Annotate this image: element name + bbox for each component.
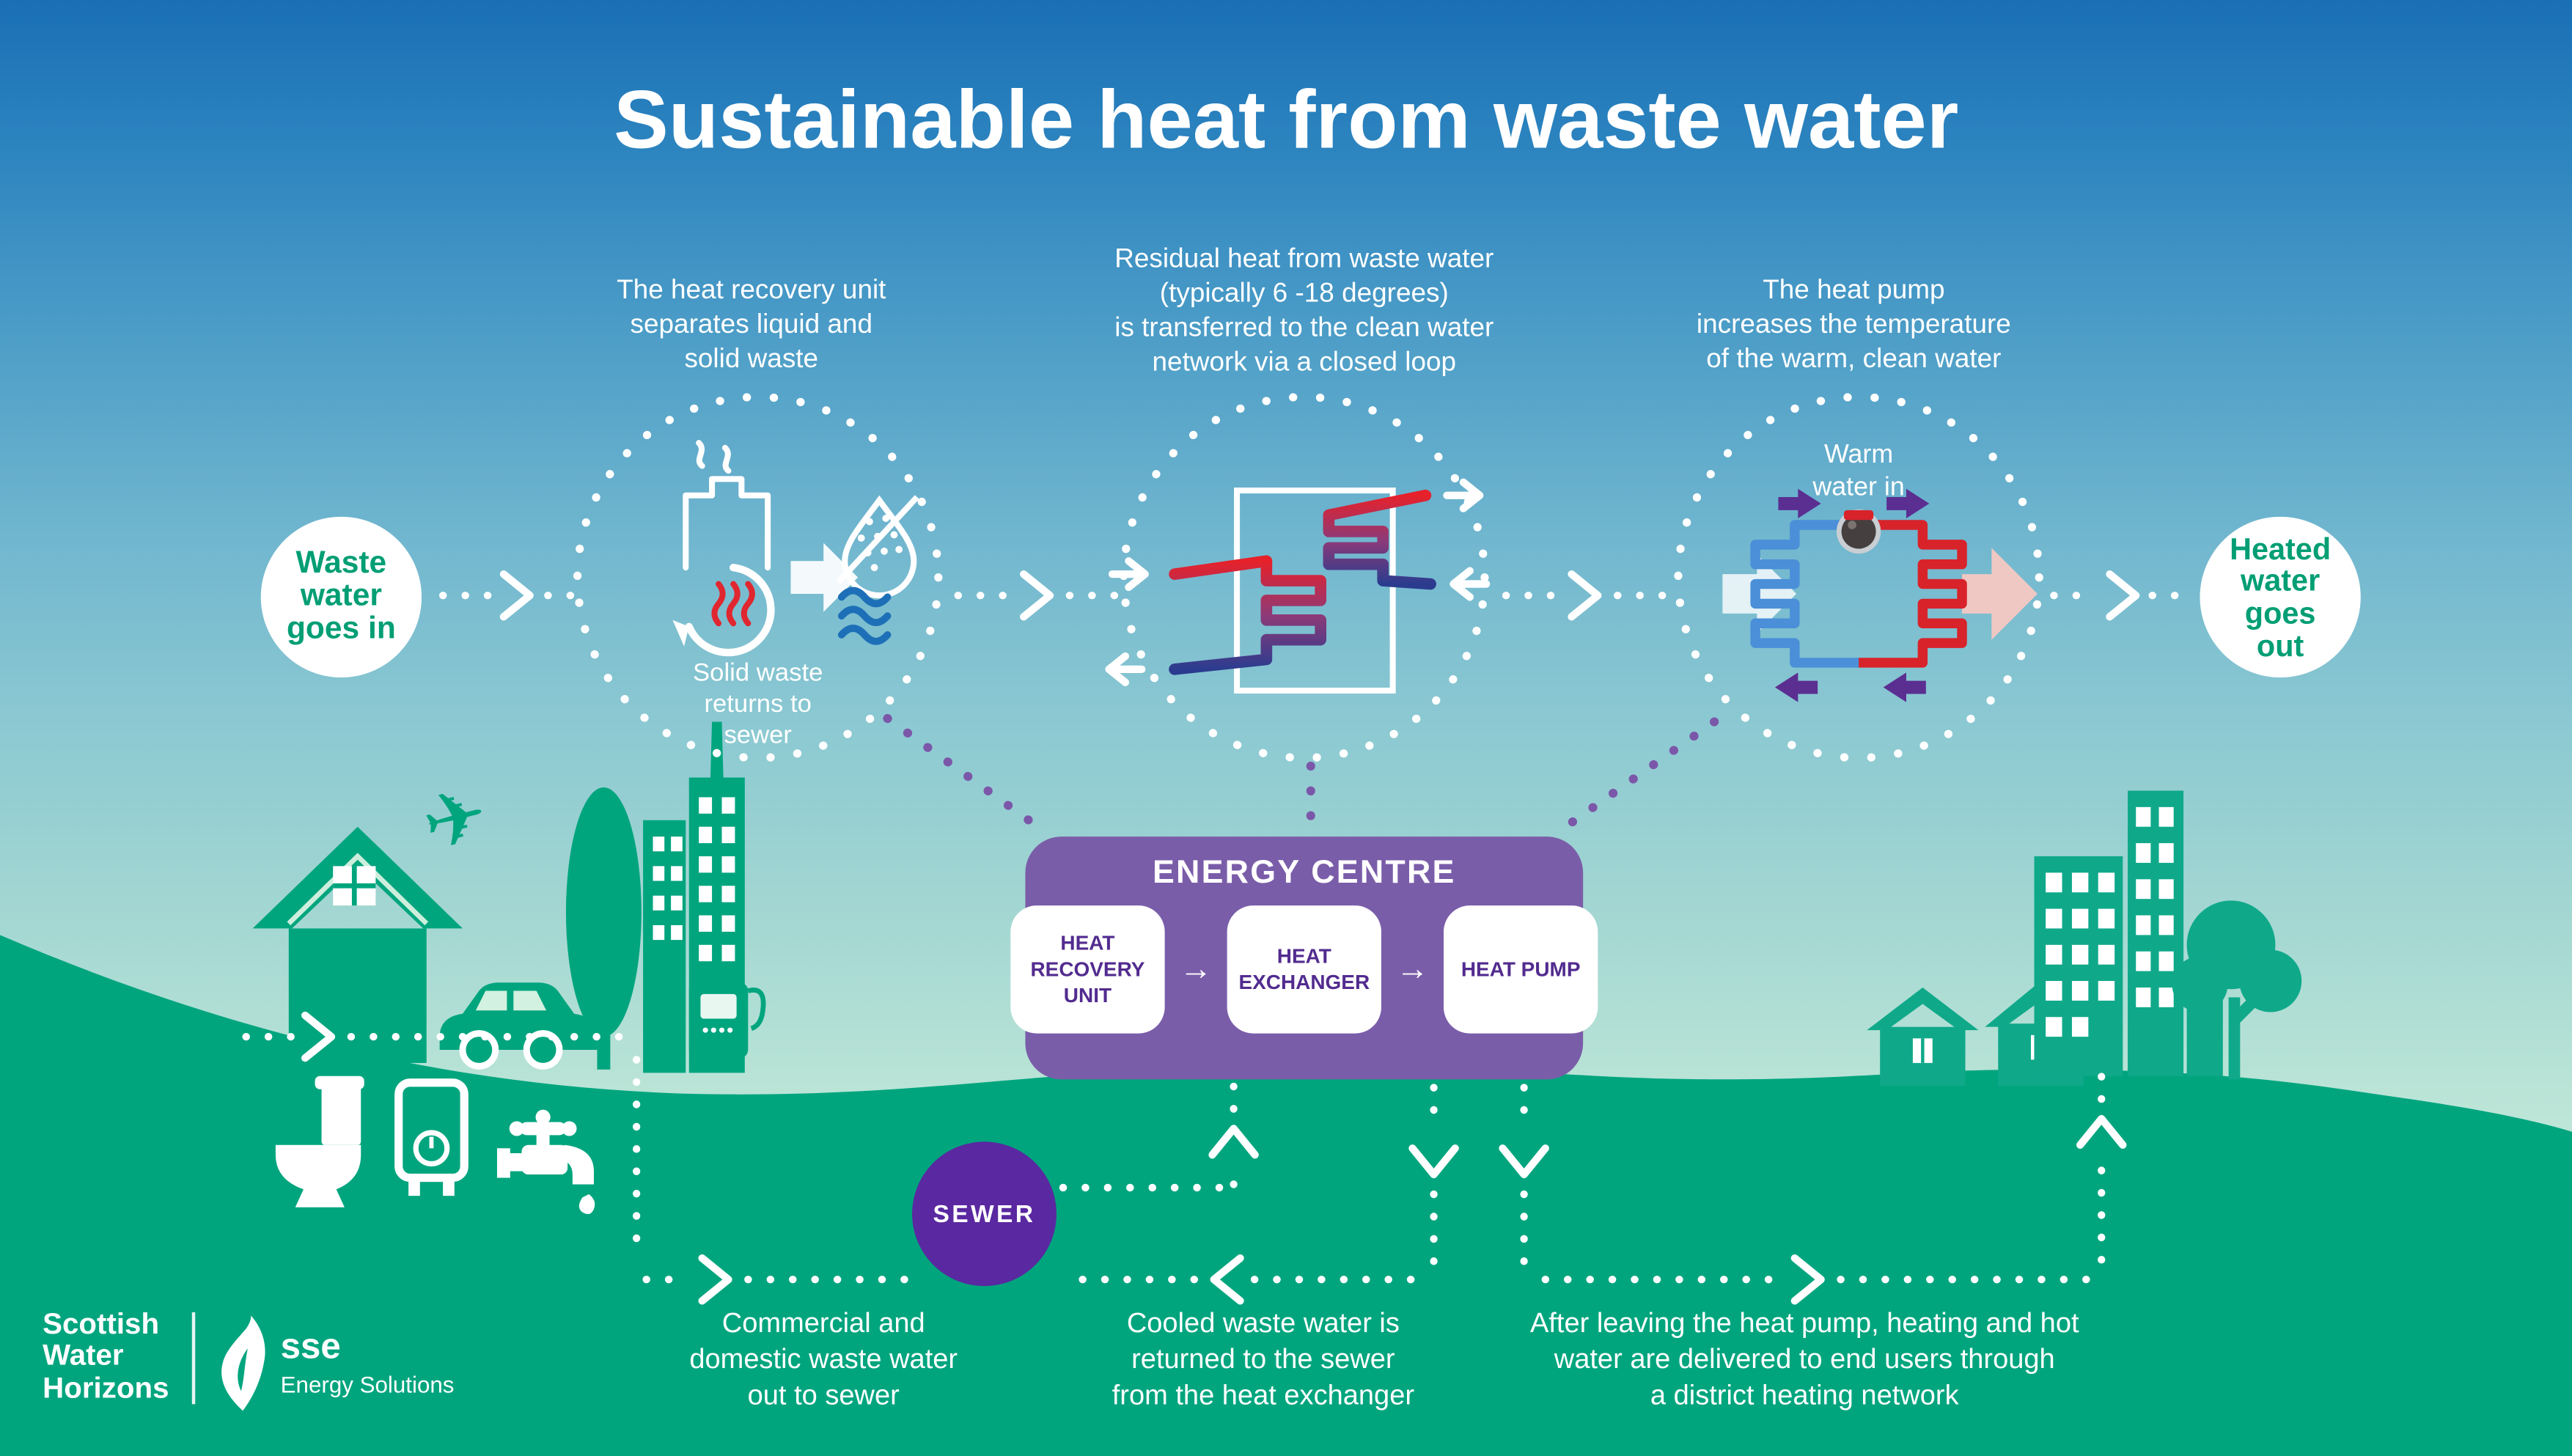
tap-icon (496, 1109, 595, 1215)
scottish-water-horizons-logo: Scottish Water Horizons (43, 1307, 169, 1405)
chevron-right-icon (301, 1011, 336, 1062)
footer-logos: Scottish Water Horizons sse Energy Solut… (43, 1307, 455, 1411)
district-heating-path (1499, 1072, 2127, 1305)
page-title: Sustainable heat from waste water (614, 73, 1959, 166)
arrow-right-icon (1443, 478, 1484, 512)
chevron-right-icon (1020, 570, 1054, 621)
chevron-right-icon (2106, 570, 2140, 621)
water-droplet-icon (842, 495, 917, 599)
arrow-right-icon (790, 543, 859, 612)
waves-icon (837, 587, 892, 645)
sse-logo: sse Energy Solutions (218, 1315, 455, 1411)
solid-waste-caption: Solid waste returns to sewer (693, 659, 823, 750)
energy-centre-units: HEAT RECOVERY UNIT → HEAT EXCHANGER → HE… (1010, 905, 1598, 1034)
chevron-right-icon (698, 1254, 732, 1305)
toilet-icon (321, 1086, 361, 1145)
house-roof-line (287, 853, 429, 926)
warm-water-in-caption: Warm water in (1812, 441, 1905, 501)
heat-exchanger-icon (1105, 478, 1491, 694)
green-hill (0, 935, 2572, 1456)
heat-exchanger-box: HEAT EXCHANGER (1227, 905, 1381, 1034)
energy-centre-title: ENERGY CENTRE (1152, 854, 1456, 891)
sse-flame-icon (221, 1315, 265, 1411)
flow-connectors (438, 570, 2196, 621)
waste-water-in-badge: Waste water goes in (260, 516, 422, 678)
caption-waste-out: Commercial and domestic waste water out … (689, 1307, 958, 1411)
sse-subtitle: Energy Solutions (280, 1371, 455, 1398)
chevron-right-icon (499, 570, 534, 621)
house-icon (288, 928, 427, 1063)
hot-coil (1323, 489, 1436, 590)
slash-icon (836, 495, 919, 585)
airplane-icon: ✈ (414, 769, 497, 869)
flow-arrow-icon: → (1396, 950, 1429, 987)
heat-exchanger-to-sewer-path (1065, 1084, 1459, 1305)
flow-arrow-icon: → (1179, 950, 1213, 987)
cold-coil (1169, 555, 1327, 675)
tower-building-icon (2034, 856, 2123, 1076)
petrol-pump-icon (688, 982, 749, 1059)
heat-pump-box: HEAT PUMP (1444, 905, 1598, 1034)
heat-recovery-unit-icon (672, 440, 919, 657)
step-text-heat-recovery: The heat recovery unit separates liquid … (617, 275, 886, 374)
step-text-heat-pump: The heat pump increases the temperature … (1696, 275, 2011, 374)
arrow-right-icon (1962, 548, 2038, 640)
heat-recovery-circle (573, 392, 943, 762)
caption-cooled-water: Cooled waste water is returned to the se… (1112, 1307, 1415, 1411)
domestic-icons (275, 1076, 595, 1215)
arrow-right-icon (1778, 488, 1821, 519)
sewer-badge: SEWER (912, 1141, 1057, 1287)
left-scene: ✈ (252, 721, 766, 1073)
chevron-down-icon (1499, 1144, 1549, 1179)
landscape: ✈ (0, 721, 2572, 1456)
arrow-left-icon (1105, 652, 1146, 686)
cypress-tree-icon (565, 787, 642, 1037)
heated-water-out-badge: Heated water goes out (2200, 516, 2361, 678)
chevron-up-icon (2076, 1114, 2127, 1149)
energy-centre-connectors (883, 713, 1719, 833)
waste-water-out-path (242, 1011, 910, 1305)
house-roof-icon (252, 826, 463, 929)
arrow-right-icon (1886, 488, 1930, 519)
chevron-left-icon (1210, 1254, 1244, 1305)
right-scene (1867, 790, 2302, 1087)
chevron-right-icon (1790, 1254, 1825, 1305)
boiler-icon (394, 1078, 469, 1183)
sse-name: sse (280, 1325, 341, 1367)
caption-district-heating: After leaving the heat pump, heating and… (1529, 1307, 2079, 1411)
heat-pump-icon (1722, 488, 2038, 702)
logo-divider (191, 1312, 196, 1405)
tower-building-icon (643, 820, 686, 1073)
arrow-right-icon (1108, 557, 1149, 592)
arrow-left-icon (1774, 672, 1818, 702)
chevron-up-icon (1208, 1125, 1259, 1159)
heat-recovery-unit-box: HEAT RECOVERY UNIT (1010, 905, 1165, 1034)
sewer-to-energy-centre-path (1059, 1082, 1259, 1192)
arrow-left-icon (1449, 567, 1491, 601)
chevron-down-icon (1408, 1144, 1459, 1179)
cold-coil (1750, 520, 1859, 668)
arrow-left-icon (1883, 672, 1926, 702)
energy-centre-panel: ENERGY CENTRE HEAT RECOVERY UNIT → HEAT … (1010, 837, 1598, 1080)
chevron-right-icon (1568, 570, 1602, 621)
step-text-heat-exchanger: Residual heat from waste water (typicall… (1114, 244, 1494, 378)
hot-coil (1859, 520, 1967, 668)
heat-pump-circle (1674, 392, 2043, 762)
